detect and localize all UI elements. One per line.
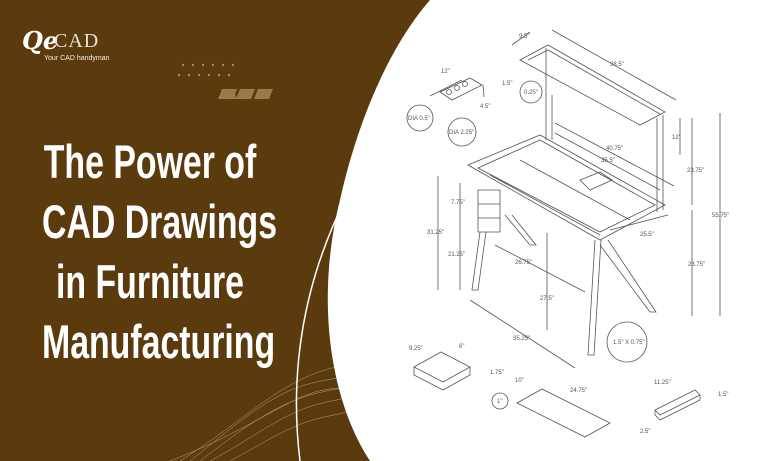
dim-tray-length: 12" (441, 69, 450, 75)
dim-back-height: 23.75" (687, 168, 704, 174)
dim-tray-h: 1.5" (502, 81, 512, 87)
decorative-dots (177, 63, 235, 77)
dim-board-t: 1" (497, 399, 502, 405)
dim-small-tray-h: 1.5" (718, 392, 728, 398)
dim-drawer-d: 6" (459, 344, 464, 350)
dim-side-depth: 25.5" (640, 232, 654, 238)
dim-leg-section: 1.5" X 0.75" (613, 340, 645, 346)
curve-line-decoration (295, 199, 346, 461)
dim-tray-w: 4.5" (480, 104, 490, 110)
headline: The Power of CAD Drawings in Furniture M… (0, 132, 300, 372)
dim-top-width: 40.75" (606, 146, 623, 152)
dim-knee: 27.5" (540, 296, 554, 302)
dimension-labels: 9.5" 38.5" 12" 1.5" 4.5" DIA 0.5" DIA 2.… (408, 34, 729, 435)
dim-desk-height: 28.75" (688, 262, 705, 268)
dim-shelf-gap: 12" (672, 135, 681, 141)
dim-drawer-depth: 1.75" (490, 370, 504, 376)
cad-desk-drawing (406, 29, 721, 438)
dim-board-w: 24.75" (570, 388, 587, 394)
logo-name: CAD (54, 30, 100, 52)
dim-small-tray-l: 11.25" (654, 380, 671, 386)
logo-mark: Qe (22, 26, 59, 55)
dim-drawer-w: 9.25" (409, 346, 423, 352)
headline-line-3: in Furniture (56, 255, 244, 308)
logo-tagline: Your CAD handyman (44, 55, 110, 62)
dim-hook: 0.25" (524, 90, 538, 96)
dim-depth: 26.75" (515, 260, 532, 266)
dim-shelf-width: 38.5" (610, 62, 624, 68)
dim-small-tray-w: 2.5" (640, 429, 650, 435)
dim-base-width: 35.25" (513, 336, 530, 342)
qecad-logo: Qe CAD Your CAD handyman (20, 26, 110, 66)
dim-side-height: 31.25" (427, 230, 444, 236)
dim-inner-width: 35.5" (601, 158, 615, 164)
dim-board-d: 10" (515, 378, 524, 384)
headline-line-2: CAD Drawings (41, 195, 278, 248)
dim-dia-small: DIA 0.5" (408, 116, 430, 122)
dim-shelf-depth: 9.5" (519, 34, 529, 40)
dim-total-height: 55.75" (712, 213, 729, 219)
decorative-bars (218, 89, 273, 99)
dim-leg-height: 21.25" (448, 252, 465, 258)
dim-dia-large: DIA 2.25" (449, 130, 474, 136)
headline-line-1: The Power of (43, 135, 257, 188)
dim-drawer-h: 7.75" (451, 200, 465, 206)
headline-line-4: Manufacturing (41, 315, 276, 368)
